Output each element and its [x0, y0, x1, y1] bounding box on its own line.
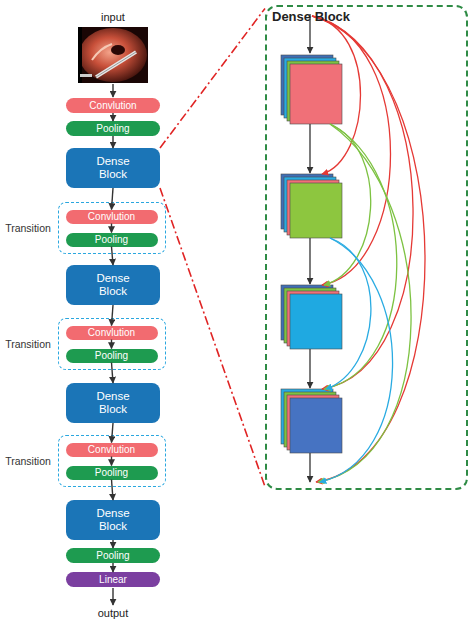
linear-layer: Linear	[66, 572, 160, 587]
feature-map-stack	[281, 389, 342, 453]
node-label: Convlution	[88, 327, 135, 339]
flow-arrow	[112, 113, 113, 121]
flow-arrow	[112, 540, 113, 548]
convolution-layer: Convlution	[66, 210, 158, 224]
pooling-layer: Pooling	[66, 233, 158, 247]
node-label: Convlution	[88, 444, 135, 456]
node-label: Pooling	[95, 234, 128, 246]
flow-arrow	[112, 305, 114, 326]
flow-arrow	[112, 563, 113, 572]
node-label: Transition	[1, 222, 55, 234]
zoom-leader	[160, 188, 265, 487]
dense-block-detail: Dense Block	[265, 5, 468, 490]
pooling-layer: Pooling	[66, 466, 158, 480]
node-label: Dense Block	[90, 272, 136, 298]
dense-connection	[312, 16, 425, 482]
endoscopy-image	[78, 27, 148, 83]
feature-map-stack	[281, 174, 342, 238]
node-label: Pooling	[95, 467, 128, 479]
io-label: input	[83, 11, 143, 23]
pooling-layer: Pooling	[66, 349, 158, 363]
convolution-layer: Convlution	[66, 326, 158, 340]
node-label: Transition	[1, 338, 55, 350]
input-arrow	[112, 84, 113, 97]
node-label: Dense Block	[90, 155, 136, 181]
zoom-leader	[160, 8, 265, 148]
feature-map-stack	[281, 55, 342, 124]
output-arrow	[112, 588, 113, 605]
node-label: Convlution	[89, 100, 136, 112]
node-label: Pooling	[95, 350, 128, 362]
convolution-layer: Convlution	[66, 98, 160, 113]
node-label: Pooling	[96, 550, 129, 562]
node-label: Dense Block	[272, 9, 350, 24]
pooling-layer: Pooling	[66, 121, 160, 136]
node-label: Convlution	[88, 211, 135, 223]
flow-arrow	[112, 136, 113, 148]
flow-arrow	[112, 423, 114, 443]
dense-block: Dense Block	[66, 265, 160, 305]
node-label: Transition	[1, 455, 55, 467]
convolution-layer: Convlution	[66, 443, 158, 457]
transition-group: TransitionConvlutionPooling	[58, 318, 166, 370]
node-label: Pooling	[96, 123, 129, 135]
dense-block: Dense Block	[66, 148, 160, 188]
transition-group: TransitionConvlutionPooling	[58, 202, 166, 254]
dense-block: Dense Block	[66, 500, 160, 540]
flow-arrow	[112, 480, 114, 501]
flow-arrow	[111, 224, 112, 233]
flow-arrow	[112, 188, 114, 210]
node-label: Dense Block	[90, 507, 136, 533]
io-label: output	[78, 607, 148, 619]
node-label: Dense Block	[90, 390, 136, 416]
flow-arrow	[111, 457, 112, 466]
dense-block: Dense Block	[66, 383, 160, 423]
flow-arrow	[111, 340, 112, 349]
pooling-layer: Pooling	[66, 548, 160, 563]
flow-arrow	[112, 247, 114, 266]
flow-arrow	[112, 363, 114, 384]
node-label: Linear	[99, 574, 127, 586]
feature-map-stack	[281, 285, 342, 349]
transition-group: TransitionConvlutionPooling	[58, 435, 166, 487]
